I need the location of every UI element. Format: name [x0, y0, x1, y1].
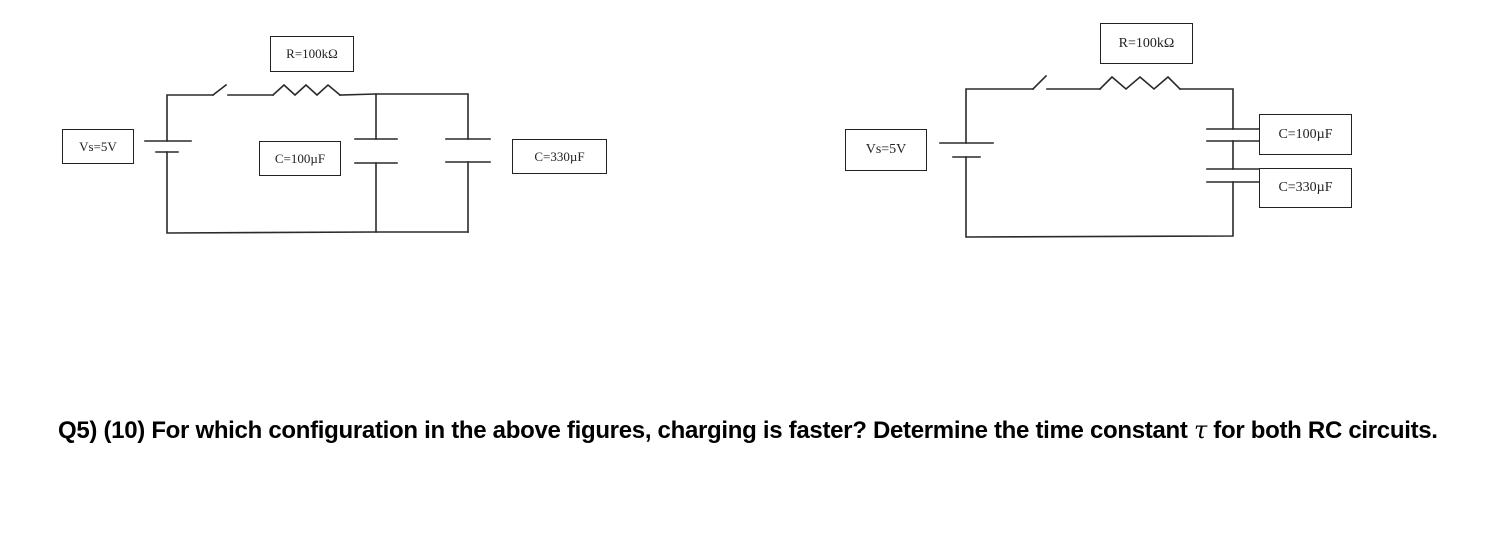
switch-symbol — [1031, 74, 1048, 91]
tau-symbol: τ — [1193, 416, 1207, 444]
resistor-symbol — [1098, 75, 1182, 91]
capacitor-label-330uf: C=330µF — [512, 139, 607, 174]
question-prefix: Q5) (10) For which configuration in the … — [58, 417, 1194, 444]
source-voltage-label: Vs=5V — [62, 129, 134, 164]
resistor-label: R=100kΩ — [270, 36, 354, 72]
question-suffix: for both RC circuits. — [1206, 417, 1438, 444]
parallel-circuit-wires — [144, 83, 491, 234]
capacitor-label-100uf: C=100µF — [1259, 114, 1352, 155]
capacitor-label-100uf: C=100µF — [259, 141, 341, 176]
question-text: Q5) (10) For which configuration in the … — [58, 413, 1458, 448]
capacitor-label-330uf: C=330µF — [1259, 168, 1352, 208]
source-voltage-label: Vs=5V — [845, 129, 927, 171]
switch-symbol — [211, 83, 228, 97]
resistor-label: R=100kΩ — [1100, 23, 1193, 64]
series-circuit-wires — [939, 74, 1265, 238]
resistor-symbol — [271, 83, 342, 97]
